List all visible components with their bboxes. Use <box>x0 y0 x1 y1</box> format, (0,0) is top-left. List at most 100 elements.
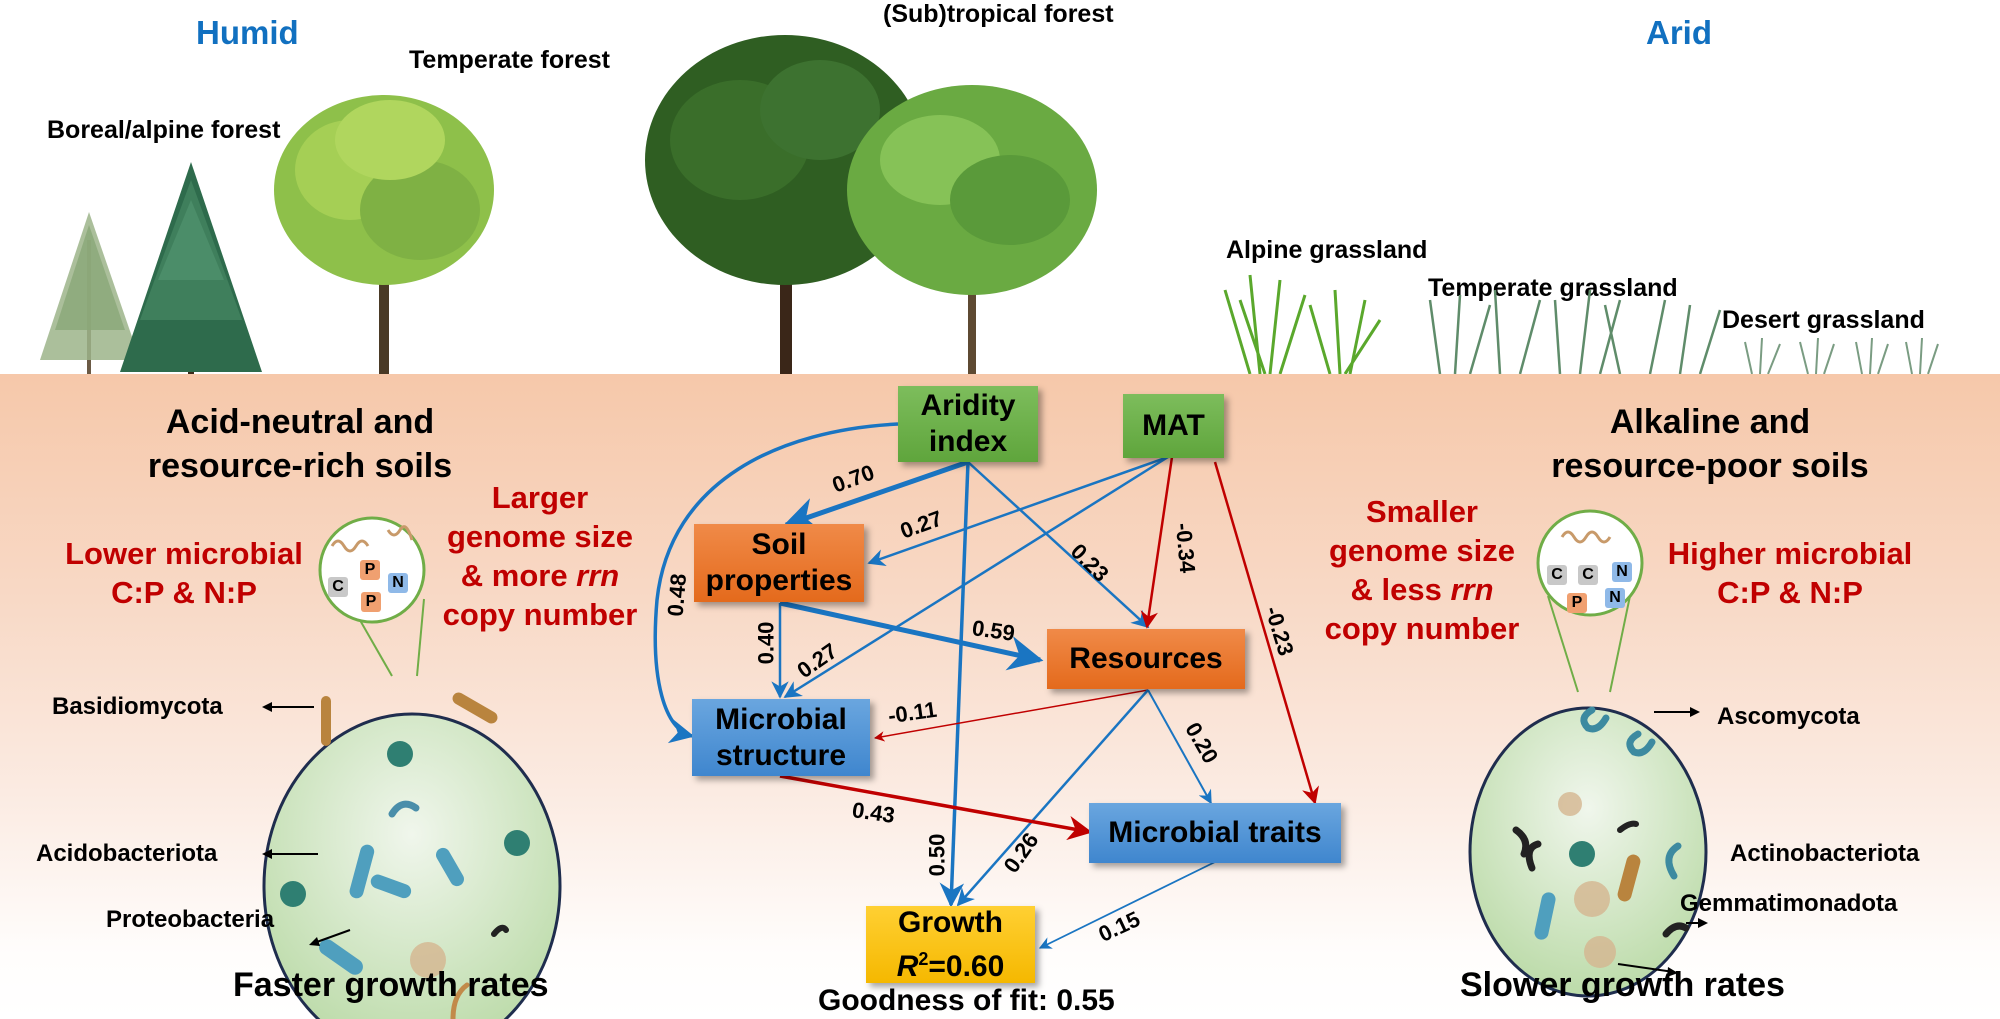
node-aridity-line2: index <box>928 425 1008 458</box>
element-badge-c: C <box>1578 565 1598 585</box>
temperate-grass-icon <box>1428 289 1722 375</box>
node-structure-line2: structure <box>715 738 847 772</box>
actino-icon <box>1512 826 1530 858</box>
left-stoich-line1: Lower microbial <box>65 536 303 571</box>
right-genome-note: Smaller genome size & less rrn copy numb… <box>1302 492 1542 648</box>
right-genome-line4: copy number <box>1324 611 1520 646</box>
rod-bacterium-icon <box>321 696 331 746</box>
right-soil-title-line2: resource-poor soils <box>1551 447 1869 485</box>
right-genome-line3: & less rrn <box>1302 570 1542 609</box>
left-genome-line4: copy number <box>442 597 638 632</box>
r2-symbol: R <box>896 949 919 983</box>
r2-superscript: 2 <box>918 948 929 969</box>
node-aridity-index: Aridity index <box>898 386 1038 462</box>
coef-aridity-growth: 0.50 <box>924 833 950 877</box>
dna-icon <box>330 539 370 553</box>
element-badge-c: C <box>1547 565 1567 585</box>
coccus-icon <box>387 741 413 767</box>
path-aridity-growth <box>939 461 970 908</box>
coccus-icon <box>280 881 306 907</box>
actino-icon <box>1662 922 1690 938</box>
path-mat-resources <box>1140 456 1174 629</box>
element-badge-n: N <box>1612 562 1632 582</box>
actino-icon <box>1617 820 1639 833</box>
element-badge-c: C <box>328 577 348 597</box>
right-genome-line2: genome size <box>1328 533 1516 568</box>
coccus-icon <box>504 830 530 856</box>
node-microbial-structure: Microbial structure <box>692 699 870 776</box>
coccus-icon <box>1569 841 1595 867</box>
left-soil-title-line1: Acid-neutral and <box>165 403 435 441</box>
spruce-tree-icon <box>120 162 262 376</box>
actino-icon <box>1525 840 1542 872</box>
path-mat-structure <box>783 455 1169 699</box>
spiky-microbe-icon <box>1558 792 1582 816</box>
right-soil-title: Alkaline and resource-poor soils <box>1510 400 1910 488</box>
rod-bacterium-icon <box>349 844 375 899</box>
arrow-head-icon <box>1667 967 1678 977</box>
spiral-bacterium-icon <box>1626 730 1656 757</box>
left-genome-line3-prefix: & more <box>460 558 577 593</box>
actino-icon <box>491 924 509 937</box>
path-mat-traits <box>1213 461 1319 805</box>
rod-bacterium-icon <box>1617 854 1641 902</box>
spiky-microbe-icon <box>1584 936 1616 968</box>
node-resources: Resources <box>1047 629 1245 689</box>
left-community-illustration <box>262 516 562 1019</box>
left-soil-title: Acid-neutral and resource-rich soils <box>100 400 500 488</box>
path-resources-growth <box>956 689 1149 907</box>
left-genome-note: Larger genome size & more rrn copy numbe… <box>420 478 660 634</box>
spiral-bacterium-icon <box>1580 706 1610 733</box>
desert-grass-icon <box>1744 337 1939 375</box>
node-mat-label: MAT <box>1142 409 1205 442</box>
spiral-bacterium-icon <box>1665 842 1682 880</box>
node-growth-r2: R2=0.60 <box>897 941 1005 985</box>
left-community-circle <box>262 712 562 1019</box>
element-badge-p: P <box>360 560 380 580</box>
taxon-label-proteobacteria: Proteobacteria <box>106 906 275 933</box>
taxon-label-ascomycota: Ascomycota <box>1717 703 1860 730</box>
biome-label-subtropical-forest: (Sub)tropical forest <box>883 0 1114 28</box>
node-mat: MAT <box>1123 394 1224 458</box>
arrow-head-icon <box>262 849 272 859</box>
temperate-tree-icon <box>274 95 494 376</box>
dna-icon <box>1560 530 1612 544</box>
spiky-microbe-icon <box>1574 881 1610 917</box>
taxon-label-basidiomycota: Basidiomycota <box>52 693 223 720</box>
path-aridity-resources <box>967 461 1150 629</box>
node-structure-line1: Microbial <box>715 702 847 736</box>
left-genome-line3-rrn: rrn <box>576 558 620 593</box>
right-stoich-line1: Higher microbial <box>1667 536 1913 571</box>
taxon-label-actinobacteriota: Actinobacteriota <box>1730 840 1920 867</box>
path-aridity-structure <box>653 422 899 744</box>
right-zoom-line-left <box>1547 595 1579 693</box>
subtropical-tree-light-icon <box>847 85 1097 376</box>
right-genome-line3-prefix: & less <box>1350 572 1451 607</box>
element-badge-p: P <box>1567 593 1587 613</box>
left-stoichiometry-note: Lower microbial C:P & N:P <box>44 534 324 612</box>
left-zoom-line-right <box>416 598 425 677</box>
vegetation-illustration <box>40 35 1939 376</box>
spiky-microbe-icon <box>410 942 446 978</box>
node-soil-properties: Soil properties <box>694 524 864 602</box>
right-stoichiometry-note: Higher microbial C:P & N:P <box>1640 534 1940 612</box>
element-badge-n: N <box>1605 588 1625 608</box>
rod-bacterium-icon <box>370 874 412 899</box>
rod-bacterium-icon <box>436 847 464 887</box>
right-genome-line1: Smaller <box>1365 494 1478 529</box>
r2-value: =0.60 <box>928 949 1005 983</box>
right-soil-title-line1: Alkaline and <box>1609 403 1811 441</box>
larch-tree-icon <box>40 212 140 375</box>
node-growth-label: Growth <box>898 905 1003 939</box>
arrow-head-icon <box>309 937 320 946</box>
left-genome-line3: & more rrn <box>420 556 660 595</box>
right-zoom-line-right <box>1609 595 1631 693</box>
path-soil-resources <box>779 600 1044 671</box>
coef-aridity-structure: 0.48 <box>662 572 692 618</box>
alpine-grass-icon <box>1223 274 1382 375</box>
humid-label: Humid <box>196 14 299 51</box>
path-aridity-soil <box>782 459 969 532</box>
left-stoich-line2: C:P & N:P <box>111 575 257 610</box>
node-soil-line1: Soil <box>751 528 807 561</box>
